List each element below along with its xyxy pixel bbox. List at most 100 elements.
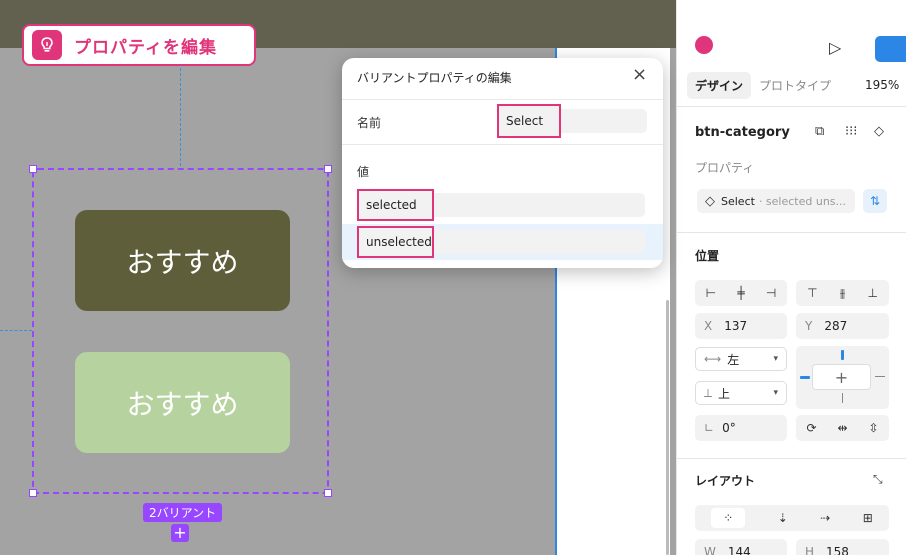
grid-icon[interactable]: ⁝⁝⁝ bbox=[845, 124, 858, 139]
align-center-v-icon[interactable]: ⫵ bbox=[839, 285, 846, 300]
position-section-title: 位置 bbox=[695, 249, 720, 263]
constraint-widget[interactable]: + bbox=[796, 346, 889, 409]
rotation-field[interactable]: ∟ 0° bbox=[695, 415, 787, 441]
play-icon[interactable]: ▷ bbox=[829, 38, 842, 57]
vertical-layout-icon[interactable]: ⇣ bbox=[777, 511, 788, 525]
resize-handle-bottom-left[interactable] bbox=[29, 489, 37, 497]
avatar[interactable] bbox=[695, 36, 713, 54]
share-button[interactable] bbox=[875, 36, 906, 62]
y-label: Y bbox=[805, 319, 813, 333]
w-label: W bbox=[704, 545, 716, 555]
scrollbar[interactable] bbox=[666, 300, 669, 555]
rotation-value: 0° bbox=[722, 421, 736, 435]
horizontal-align-group: ⊢ ╪ ⊣ bbox=[695, 280, 787, 306]
constraint-center[interactable]: + bbox=[812, 364, 871, 390]
smart-guide-horizontal bbox=[0, 330, 32, 331]
component-icon[interactable]: ⧉ bbox=[815, 124, 825, 139]
value-selected: selected bbox=[366, 198, 417, 212]
name-input[interactable]: Select bbox=[497, 104, 561, 138]
rotation-icon: ∟ bbox=[704, 421, 715, 435]
divider bbox=[677, 232, 906, 233]
vertical-align-group: ⊤ ⫵ ⊥ bbox=[796, 280, 889, 306]
height-field[interactable]: H 158 bbox=[796, 539, 889, 555]
vertical-constraint-icon: ⟂ bbox=[704, 385, 713, 400]
panel-tabs: デザイン プロトタイプ bbox=[687, 72, 839, 99]
freeform-layout-icon[interactable]: ⁘ bbox=[711, 508, 746, 528]
divider bbox=[342, 144, 663, 145]
vertical-constraint-value: 上 bbox=[718, 386, 731, 401]
y-value: 287 bbox=[824, 319, 848, 333]
annotation-callout: プロパティを編集 bbox=[22, 24, 256, 66]
flip-vertical-icon[interactable]: ⇳ bbox=[868, 421, 879, 435]
grid-layout-icon[interactable]: ⊞ bbox=[862, 511, 873, 525]
properties-panel: ▷ デザイン プロトタイプ 195% btn-category ⧉ ⁝⁝⁝ ◇ … bbox=[676, 0, 906, 555]
chevron-down-icon: ▾ bbox=[773, 354, 778, 364]
tab-prototype[interactable]: プロトタイプ bbox=[759, 79, 832, 93]
horizontal-constraint-select[interactable]: ⟷ 左 ▾ bbox=[695, 347, 787, 371]
x-value: 137 bbox=[724, 319, 748, 333]
divider bbox=[342, 99, 663, 100]
lightbulb-icon bbox=[32, 30, 62, 60]
tab-design[interactable]: デザイン bbox=[687, 72, 752, 99]
divider bbox=[677, 106, 906, 107]
align-top-icon[interactable]: ⊤ bbox=[807, 286, 818, 300]
callout-text: プロパティを編集 bbox=[74, 37, 217, 58]
resize-handle-top-left[interactable] bbox=[29, 165, 37, 173]
resize-handle-bottom-right[interactable] bbox=[324, 489, 332, 497]
zoom-level[interactable]: 195% bbox=[865, 78, 900, 92]
layout-section-title: レイアウト bbox=[695, 474, 756, 488]
constraint-right[interactable] bbox=[875, 376, 885, 377]
property-name: Select bbox=[721, 194, 755, 208]
values-label: 値 bbox=[357, 165, 370, 179]
chevron-down-icon: ▾ bbox=[773, 388, 778, 398]
constraint-left[interactable] bbox=[800, 376, 810, 379]
transform-group: ⟳ ⇹ ⇳ bbox=[796, 415, 889, 441]
align-center-h-icon[interactable]: ╪ bbox=[737, 286, 745, 300]
variant-property-icon: ◇ bbox=[705, 193, 715, 209]
horizontal-layout-icon[interactable]: ⇢ bbox=[820, 511, 831, 525]
value-input-selected[interactable]: selected bbox=[357, 189, 434, 221]
rotate-icon[interactable]: ⟳ bbox=[806, 421, 817, 435]
name-label: 名前 bbox=[357, 116, 382, 130]
collapse-icon[interactable]: ⤡ bbox=[873, 472, 883, 486]
w-value: 144 bbox=[727, 545, 751, 555]
smart-guide-vertical bbox=[180, 48, 181, 166]
horizontal-constraint-value: 左 bbox=[727, 352, 740, 367]
h-value: 158 bbox=[826, 545, 849, 555]
flip-horizontal-icon[interactable]: ⇹ bbox=[837, 421, 848, 435]
variant-unselected-label: おすすめ bbox=[126, 387, 239, 421]
selection-edge bbox=[555, 48, 557, 555]
align-bottom-icon[interactable]: ⊥ bbox=[867, 286, 878, 300]
align-right-icon[interactable]: ⊣ bbox=[765, 286, 777, 300]
property-select[interactable]: ◇ Select · selected uns... bbox=[697, 189, 855, 213]
constraint-bottom[interactable] bbox=[842, 393, 843, 403]
component-name: btn-category bbox=[695, 125, 790, 140]
property-section-label: プロパティ bbox=[695, 161, 755, 175]
variant-selected[interactable]: おすすめ bbox=[75, 210, 290, 311]
edit-property-icon[interactable]: ⇅ bbox=[863, 189, 887, 213]
component-set-frame[interactable]: おすすめ おすすめ bbox=[29, 165, 332, 497]
divider bbox=[677, 458, 906, 459]
horizontal-constraint-icon: ⟷ bbox=[704, 352, 722, 366]
instance-icon[interactable]: ◇ bbox=[874, 124, 884, 139]
property-values: · selected uns... bbox=[758, 194, 847, 208]
variant-selected-label: おすすめ bbox=[126, 245, 239, 279]
resize-handle-top-right[interactable] bbox=[324, 165, 332, 173]
value-input-unselected[interactable]: unselected bbox=[357, 226, 434, 258]
vertical-constraint-select[interactable]: ⟂ 上 ▾ bbox=[695, 381, 787, 405]
variant-unselected[interactable]: おすすめ bbox=[75, 352, 290, 453]
edit-variant-property-dialog: バリアントプロパティの編集 × 名前 Select 値 selected uns… bbox=[342, 58, 663, 268]
close-icon[interactable]: × bbox=[632, 64, 648, 85]
value-unselected: unselected bbox=[366, 235, 432, 249]
x-label: X bbox=[704, 319, 713, 333]
name-value: Select bbox=[506, 114, 544, 128]
y-position-field[interactable]: Y 287 bbox=[796, 313, 889, 339]
width-field[interactable]: W 144 bbox=[695, 539, 787, 555]
constraint-top[interactable] bbox=[841, 350, 844, 360]
align-left-icon[interactable]: ⊢ bbox=[705, 286, 717, 300]
layout-mode-group: ⁘ ⇣ ⇢ ⊞ bbox=[695, 505, 889, 531]
h-label: H bbox=[805, 545, 815, 555]
dialog-title: バリアントプロパティの編集 bbox=[357, 71, 512, 85]
x-position-field[interactable]: X 137 bbox=[695, 313, 787, 339]
add-variant-icon[interactable]: + bbox=[171, 524, 189, 542]
